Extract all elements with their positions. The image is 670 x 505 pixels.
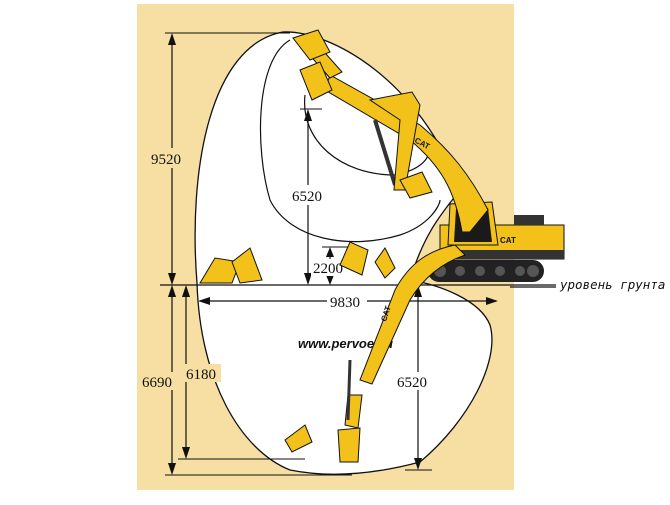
label-max-reach-height: 9520	[151, 152, 181, 168]
dump-arc	[304, 94, 431, 176]
bucket-icon	[284, 424, 313, 453]
track	[428, 260, 544, 282]
website-label: www.pervoe.su	[298, 336, 393, 351]
boom-lower	[359, 244, 466, 385]
label-max-dig-depth: 6690	[142, 375, 172, 391]
label-dump-height: 6520	[292, 189, 322, 205]
brand-cab: CAT	[500, 236, 516, 245]
label-dig-depth-2: 6180	[186, 367, 216, 383]
excavator-icon: CAT CAT CAT	[297, 35, 565, 429]
bucket-icon	[337, 427, 361, 463]
bucket-icon	[231, 247, 263, 284]
ground-level-label: уровень грунта	[559, 277, 665, 292]
bucket-icon	[299, 61, 333, 101]
label-reach-at-ground: 9830	[330, 295, 360, 311]
bucket-icon	[374, 247, 396, 279]
bucket-icon	[339, 241, 369, 276]
bucket-icon	[399, 171, 433, 199]
label-ground-clearance: 2200	[313, 261, 343, 277]
label-vertical-wall-depth: 6520	[397, 375, 427, 391]
bucket-icon	[292, 29, 331, 61]
inner-envelope	[259, 39, 441, 243]
